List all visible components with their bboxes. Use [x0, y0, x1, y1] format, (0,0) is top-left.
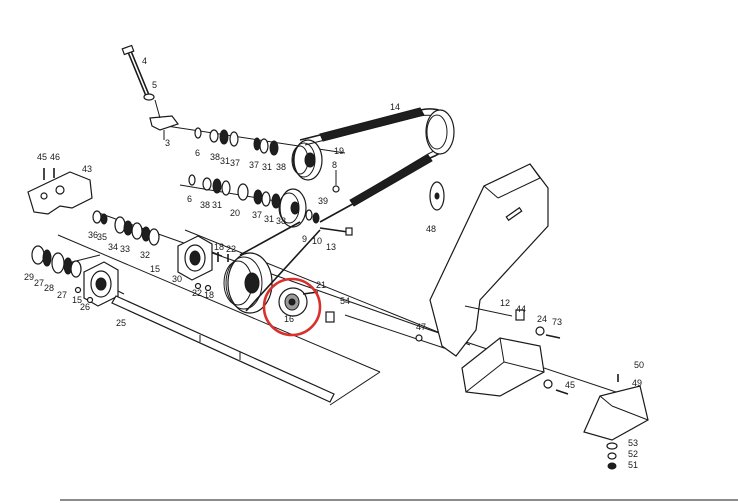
label-26: 26 [80, 302, 90, 312]
label-19: 19 [334, 146, 344, 156]
label-36: 36 [88, 230, 98, 240]
middle-bearing-parts [188, 174, 281, 209]
label-35: 35 [97, 232, 107, 242]
label-49: 49 [632, 378, 642, 388]
label-28: 28 [44, 283, 54, 293]
label-5: 5 [152, 80, 157, 90]
label-27: 27 [34, 278, 44, 288]
upper-pulley [291, 139, 323, 181]
label-30: 30 [172, 274, 182, 284]
label-13: 13 [326, 242, 336, 252]
label-31: 31 [264, 214, 274, 224]
label-6: 6 [195, 148, 200, 158]
label-38: 38 [276, 162, 286, 172]
label-27: 27 [57, 290, 67, 300]
highlight-circle [262, 277, 322, 337]
label-32: 32 [140, 250, 150, 260]
label-12: 12 [500, 298, 510, 308]
label-22: 22 [226, 244, 236, 254]
label-20: 20 [230, 208, 240, 218]
gear-cover [415, 326, 569, 397]
label-22: 22 [192, 288, 202, 298]
label-45: 45 [37, 152, 47, 162]
frame-12 [429, 163, 549, 357]
label-8: 8 [332, 160, 337, 170]
label-45: 45 [565, 380, 575, 390]
label-39: 39 [318, 196, 328, 206]
disc-48 [429, 181, 445, 211]
label-34: 34 [108, 242, 118, 252]
label-4: 4 [142, 56, 147, 66]
shaft-25 [111, 290, 335, 403]
middle-pulley [278, 170, 353, 236]
label-3: 3 [165, 138, 170, 148]
label-24: 24 [537, 314, 547, 324]
chain-belt [299, 107, 455, 223]
label-15: 15 [150, 264, 160, 274]
bearing-housing-30 [177, 235, 229, 292]
label-43: 43 [82, 164, 92, 174]
label-21: 21 [316, 280, 326, 290]
label-18: 18 [214, 242, 224, 252]
label-33: 33 [120, 244, 130, 254]
label-31: 31 [220, 156, 230, 166]
label-37: 37 [252, 210, 262, 220]
label-73: 73 [552, 317, 562, 327]
label-6: 6 [187, 194, 192, 204]
tension-bolt-assembly [121, 44, 179, 140]
label-16: 16 [284, 314, 294, 324]
label-37: 37 [249, 160, 259, 170]
cover-49 [583, 374, 649, 470]
label-44: 44 [516, 304, 526, 314]
label-31: 31 [212, 200, 222, 210]
large-pulley [223, 221, 321, 314]
label-29: 29 [24, 272, 34, 282]
label-47: 47 [416, 322, 426, 332]
shaft-parts-row [92, 210, 160, 246]
label-31: 31 [262, 162, 272, 172]
label-15: 15 [72, 295, 82, 305]
label-38: 38 [200, 200, 210, 210]
upper-bearing-parts [194, 127, 279, 156]
hub-16 [278, 287, 335, 323]
label-46: 46 [50, 152, 60, 162]
label-51: 51 [628, 460, 638, 470]
label-38: 38 [210, 152, 220, 162]
bearing-housing-26 [74, 261, 119, 307]
label-14: 14 [390, 102, 400, 112]
label-25: 25 [116, 318, 126, 328]
part-labels: 4 5 3 6 38 31 37 37 31 38 14 19 8 6 38 3… [24, 56, 644, 470]
label-18: 18 [204, 290, 214, 300]
label-50: 50 [634, 360, 644, 370]
label-9: 9 [302, 234, 307, 244]
label-38: 38 [276, 216, 286, 226]
left-end-parts [31, 245, 82, 278]
label-48: 48 [426, 224, 436, 234]
bracket-43 [27, 168, 93, 215]
label-10: 10 [312, 236, 322, 246]
label-52: 52 [628, 449, 638, 459]
label-53: 53 [628, 438, 638, 448]
label-54: 54 [340, 296, 350, 306]
assembly-axis-lines [57, 124, 641, 406]
label-37: 37 [230, 158, 240, 168]
